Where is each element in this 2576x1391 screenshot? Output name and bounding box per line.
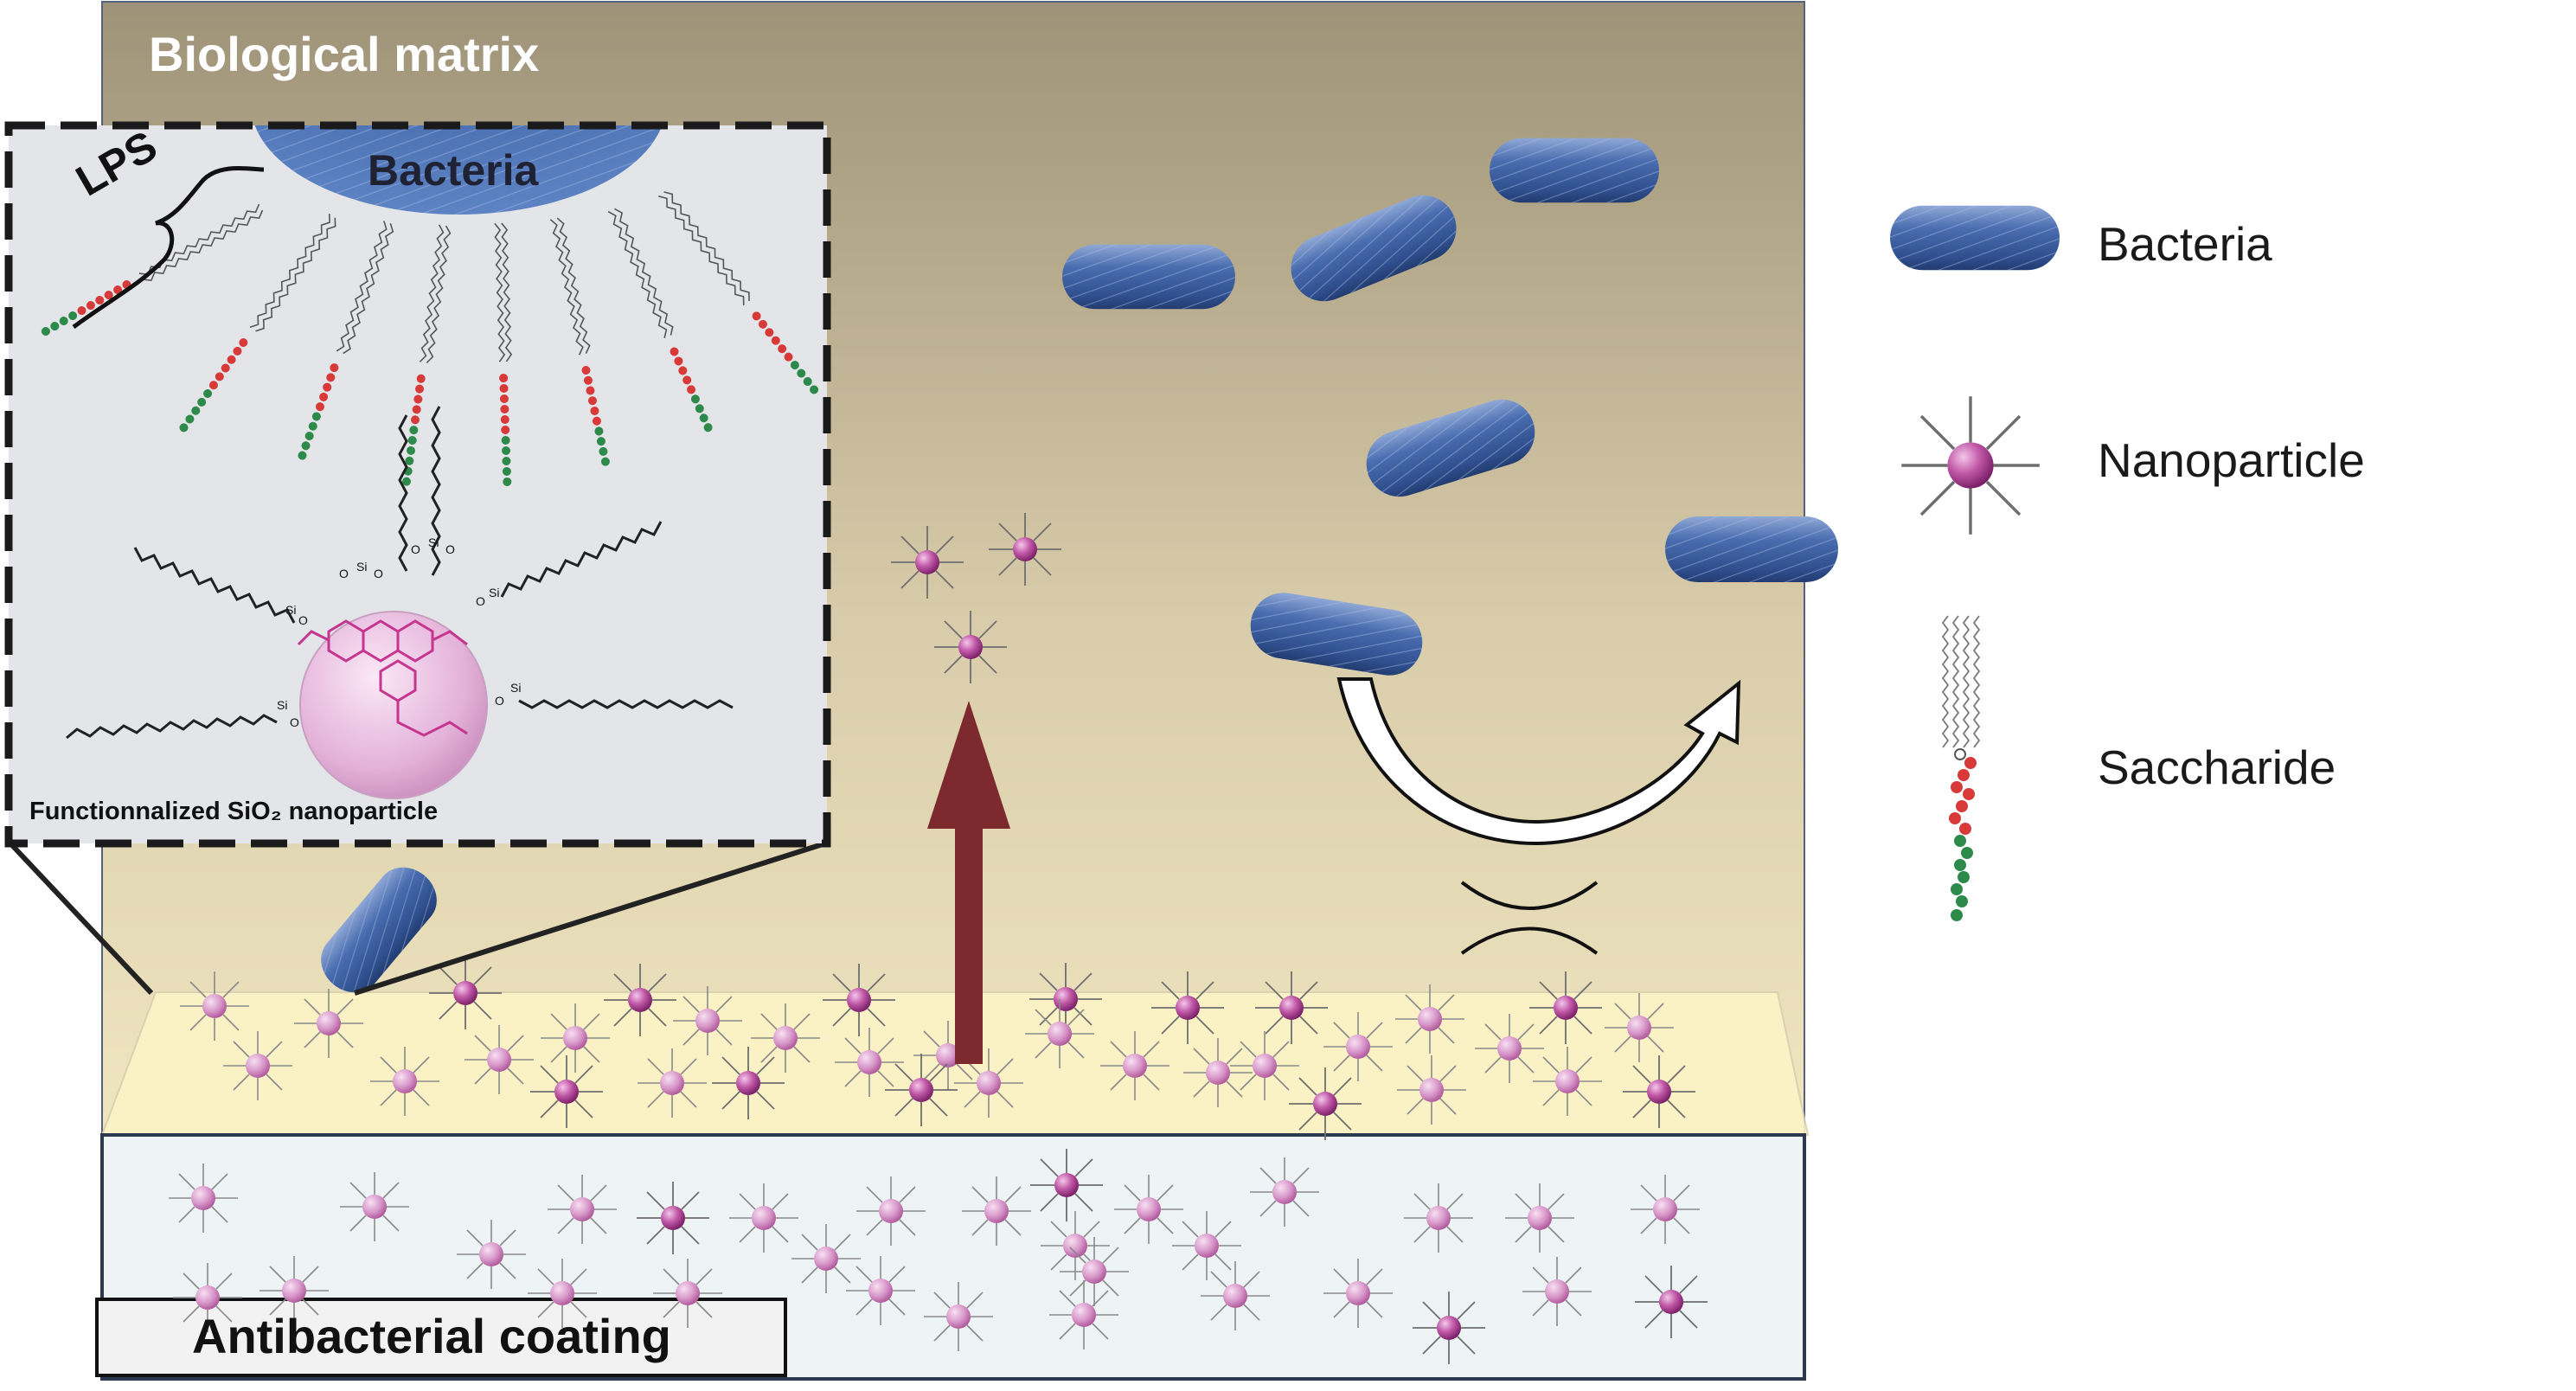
svg-text:Si: Si	[510, 681, 521, 695]
lps-chains	[41, 188, 819, 486]
release-arrow	[927, 701, 1010, 1064]
inset-bacteria-label: Bacteria	[368, 146, 539, 195]
zoom-lines	[8, 841, 826, 996]
svg-text:O: O	[476, 594, 485, 608]
alkyl-chains	[66, 406, 734, 740]
legend-label-nanoparticle: Nanoparticle	[2098, 433, 2365, 487]
repel-symbol	[1460, 881, 1599, 955]
coating-label: Antibacterial coating	[192, 1309, 671, 1363]
svg-text:O: O	[445, 542, 455, 556]
svg-text:O: O	[495, 694, 504, 708]
nanoparticle-icon	[1900, 394, 2041, 536]
rhodamine-dye	[297, 619, 468, 737]
coating-label-box	[95, 1298, 787, 1377]
svg-text:Si: Si	[489, 586, 499, 599]
svg-text:O: O	[411, 542, 420, 556]
svg-text:O: O	[298, 613, 308, 627]
legend-label-saccharide: Saccharide	[2098, 740, 2336, 794]
legend	[1890, 205, 2060, 921]
diagram-title: Biological matrix	[149, 27, 540, 81]
rebound-arrow	[1336, 677, 1741, 846]
svg-text:O: O	[374, 567, 383, 580]
saccharide-chain-icon	[1941, 615, 1981, 921]
svg-text:Si: Si	[277, 698, 287, 712]
bacteria-rod-icon	[1890, 205, 2060, 271]
legend-label-bacteria: Bacteria	[2098, 217, 2272, 271]
sio2-nanoparticle	[299, 611, 488, 799]
svg-text:O: O	[339, 567, 349, 580]
inset-caption: Functionnalized SiO₂ nanoparticle	[29, 798, 439, 825]
lps-brace	[72, 165, 265, 330]
svg-text:Si: Si	[356, 560, 367, 574]
svg-text:Si: Si	[428, 535, 439, 549]
svg-text:O: O	[290, 715, 299, 729]
svg-text:Si: Si	[285, 603, 296, 617]
